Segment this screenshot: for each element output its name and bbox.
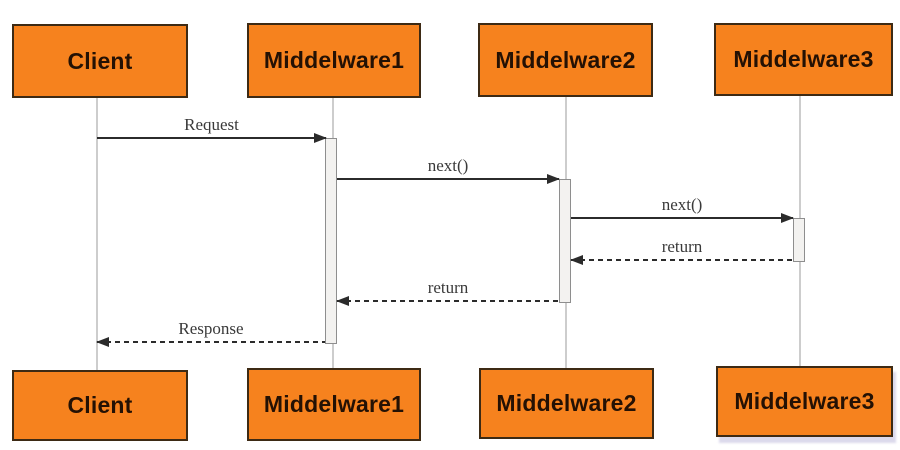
actor-label-middelware2: Middelware2: [495, 46, 636, 73]
lifeline-client: [96, 98, 98, 370]
actor-label-middelware1: Middelware1: [263, 47, 405, 73]
actor-box-middelware3-bottom: Middelware3: [716, 366, 893, 437]
actor-label-middelware3: Middelware3: [733, 46, 874, 72]
message-line-solid: [571, 217, 793, 219]
message-line-dashed: [97, 341, 325, 343]
message-line-dashed: [337, 300, 559, 302]
message-response: Response: [96, 317, 325, 347]
arrowhead-left-icon: [336, 296, 349, 306]
activation-bar-middelware3: [793, 218, 805, 262]
message-request: Request: [97, 113, 327, 143]
actor-box-middelware1-top: Middelware1: [247, 23, 421, 98]
activation-bar-middelware1: [325, 138, 337, 344]
actor-box-middelware3-top: Middelware3: [714, 23, 893, 96]
message-next-1: next(): [337, 154, 560, 184]
message-label: next(): [661, 195, 703, 214]
message-return-2: return: [336, 276, 559, 306]
message-next-2: next(): [571, 193, 794, 223]
activation-bar-middelware2: [559, 179, 571, 303]
actor-box-middelware2-bottom: Middelware2: [479, 368, 654, 439]
message-line-dashed: [571, 259, 793, 261]
actor-label-client: Client: [67, 392, 133, 418]
message-label: next(): [427, 156, 469, 175]
message-label: Request: [184, 115, 239, 134]
message-label: Response: [178, 319, 244, 338]
message-return-1: return: [570, 235, 793, 265]
actor-box-client-top: Client: [12, 24, 188, 98]
actor-box-client-bottom: Client: [12, 370, 188, 441]
actor-label-middelware2: Middelware2: [496, 390, 637, 416]
actor-box-middelware2-top: Middelware2: [478, 23, 653, 97]
message-line-solid: [337, 178, 559, 180]
message-line-solid: [97, 137, 326, 139]
arrowhead-right-icon: [314, 133, 327, 143]
arrowhead-right-icon: [547, 174, 560, 184]
actor-box-middelware1-bottom: Middelware1: [247, 368, 421, 441]
actor-label-middelware1: Middelware1: [263, 391, 405, 417]
message-label: return: [427, 278, 469, 297]
message-label: return: [661, 237, 703, 256]
actor-label-client: Client: [67, 47, 133, 74]
arrowhead-left-icon: [96, 337, 109, 347]
arrowhead-left-icon: [570, 255, 583, 265]
actor-label-middelware3: Middelware3: [734, 388, 875, 414]
arrowhead-right-icon: [781, 213, 794, 223]
